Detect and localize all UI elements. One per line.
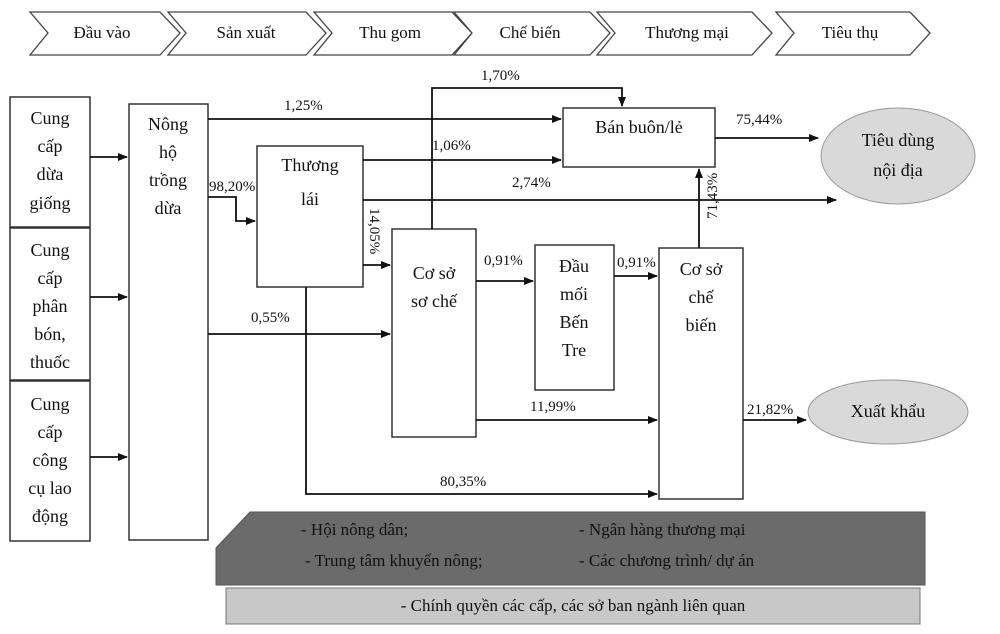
hub-line-1: Đầu	[559, 256, 589, 276]
stage-chevron-production	[166, 11, 327, 56]
input-seedlings-line-2: cấp	[38, 136, 63, 156]
stage-chevron-inputs	[28, 11, 181, 56]
farmers-line-1: Nông	[148, 114, 188, 134]
input-tools-box	[9, 380, 91, 542]
farmers-line-4: dừa	[155, 198, 182, 218]
support-item-commercial-bank: - Ngân hàng thương mại	[579, 520, 746, 539]
input-fertilizer-line-3: phân	[33, 296, 68, 316]
support-item-programs-projects: - Các chương trình/ dự án	[579, 551, 755, 570]
flow-label-preprocessors-to-hub: 0,91%	[484, 253, 523, 269]
flow-label-farmers-to-traders: 98,20%	[209, 179, 255, 195]
stage-label-production: Sản xuất	[216, 23, 275, 42]
wholesale-retail-label: Bán buôn/lẻ	[595, 117, 683, 137]
arrow-farmers-to-traders	[208, 196, 256, 225]
stage-chevron-processing	[452, 11, 611, 56]
processors-line-2: chế	[689, 287, 715, 307]
stage-label-consumption: Tiêu thụ	[822, 23, 879, 42]
input-tools-line-3: công	[33, 450, 68, 470]
stage-label-collection: Thu gom	[359, 23, 421, 42]
stage-header	[28, 11, 931, 56]
arrow-traders-to-processors	[305, 287, 658, 498]
hub-line-2: mối	[560, 284, 588, 304]
farmers-line-3: trồng	[149, 170, 187, 190]
flow-label-preprocessors-to-processors: 11,99%	[530, 399, 576, 415]
input-tools-line-1: Cung	[30, 394, 69, 414]
processors-box	[658, 247, 744, 500]
stage-chevron-collection	[312, 11, 473, 56]
input-seedlings-box	[9, 96, 91, 228]
domestic-line-1: Tiêu dùng	[862, 130, 935, 150]
farmers-box	[128, 103, 209, 541]
input-tools-line-4: cụ lao	[28, 478, 71, 498]
input-tools-line-2: cấp	[38, 422, 63, 442]
stage-label-trade: Thương mại	[645, 23, 729, 42]
support-services-panel	[215, 511, 926, 625]
flow-label-hub-to-processors: 0,91%	[617, 255, 656, 271]
hub-box	[534, 244, 615, 391]
domestic-consumption-ellipse	[820, 107, 976, 205]
flow-label-wholesale-to-domestic: 75,44%	[736, 112, 782, 128]
support-panel-light	[225, 587, 921, 625]
stage-chevron-consumption	[774, 11, 931, 56]
input-fertilizer-line-2: cấp	[38, 268, 63, 288]
stage-label-processing: Chế biến	[500, 23, 561, 42]
export-label: Xuất khẩu	[851, 401, 925, 421]
flow-label-traders-to-wholesale: 1,06%	[432, 138, 471, 154]
preprocessors-box	[391, 228, 477, 438]
support-panel-dark	[215, 511, 926, 586]
farmers-line-2: hộ	[159, 142, 177, 162]
input-fertilizer-box	[9, 227, 91, 381]
input-tools-line-5: động	[32, 506, 68, 526]
flow-label-farmers-to-wholesale: 1,25%	[284, 98, 323, 114]
flow-label-preprocessors-to-wholesale: 1,70%	[481, 68, 520, 84]
traders-line-2: lái	[301, 189, 319, 209]
wholesale-retail-box	[562, 107, 716, 168]
arrow-preprocessors-to-wholesale	[431, 87, 626, 229]
flow-label-farmers-to-preprocessors: 0,55%	[251, 310, 290, 326]
input-seedlings-line-1: Cung	[30, 108, 69, 128]
preprocessors-line-1: Cơ sở	[413, 263, 456, 283]
flow-label-traders-to-domestic: 2,74%	[512, 175, 551, 191]
stage-label-inputs: Đầu vào	[73, 23, 130, 42]
preprocessors-line-2: sơ chế	[411, 291, 458, 311]
processors-line-1: Cơ sở	[680, 259, 723, 279]
export-ellipse	[807, 379, 969, 445]
traders-line-1: Thương	[281, 155, 338, 175]
input-seedlings-line-4: giống	[29, 193, 70, 213]
support-item-farmers-association: - Hội nông dân;	[301, 520, 408, 539]
flow-label-processors-to-wholesale: 71,43%	[705, 173, 721, 219]
input-fertilizer-line-4: bón,	[34, 324, 66, 344]
hub-line-4: Tre	[562, 340, 586, 360]
processors-line-3: biến	[686, 315, 717, 335]
flow-label-traders-to-preprocessors: 14,05%	[366, 208, 382, 254]
traders-box	[256, 145, 364, 288]
flow-label-processors-to-export: 21,82%	[747, 402, 793, 418]
support-item-government: - Chính quyền các cấp, các sở ban ngành …	[401, 596, 746, 615]
input-fertilizer-line-1: Cung	[30, 240, 69, 260]
support-item-extension-center: - Trung tâm khuyến nông;	[305, 551, 483, 570]
hub-line-3: Bến	[560, 312, 589, 332]
flow-label-traders-to-processors: 80,35%	[440, 474, 486, 490]
input-fertilizer-line-5: thuốc	[30, 352, 70, 372]
input-seedlings-line-3: dừa	[37, 164, 64, 184]
stage-chevron-trade	[595, 11, 773, 56]
domestic-line-2: nội địa	[873, 160, 923, 180]
